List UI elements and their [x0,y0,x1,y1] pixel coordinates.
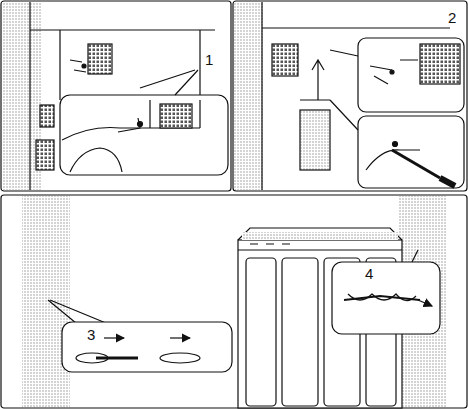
callout-number: 3 [86,327,96,342]
callout-number: 1 [204,52,214,67]
callout-number: 2 [447,10,457,25]
callout-number: 4 [364,266,374,281]
